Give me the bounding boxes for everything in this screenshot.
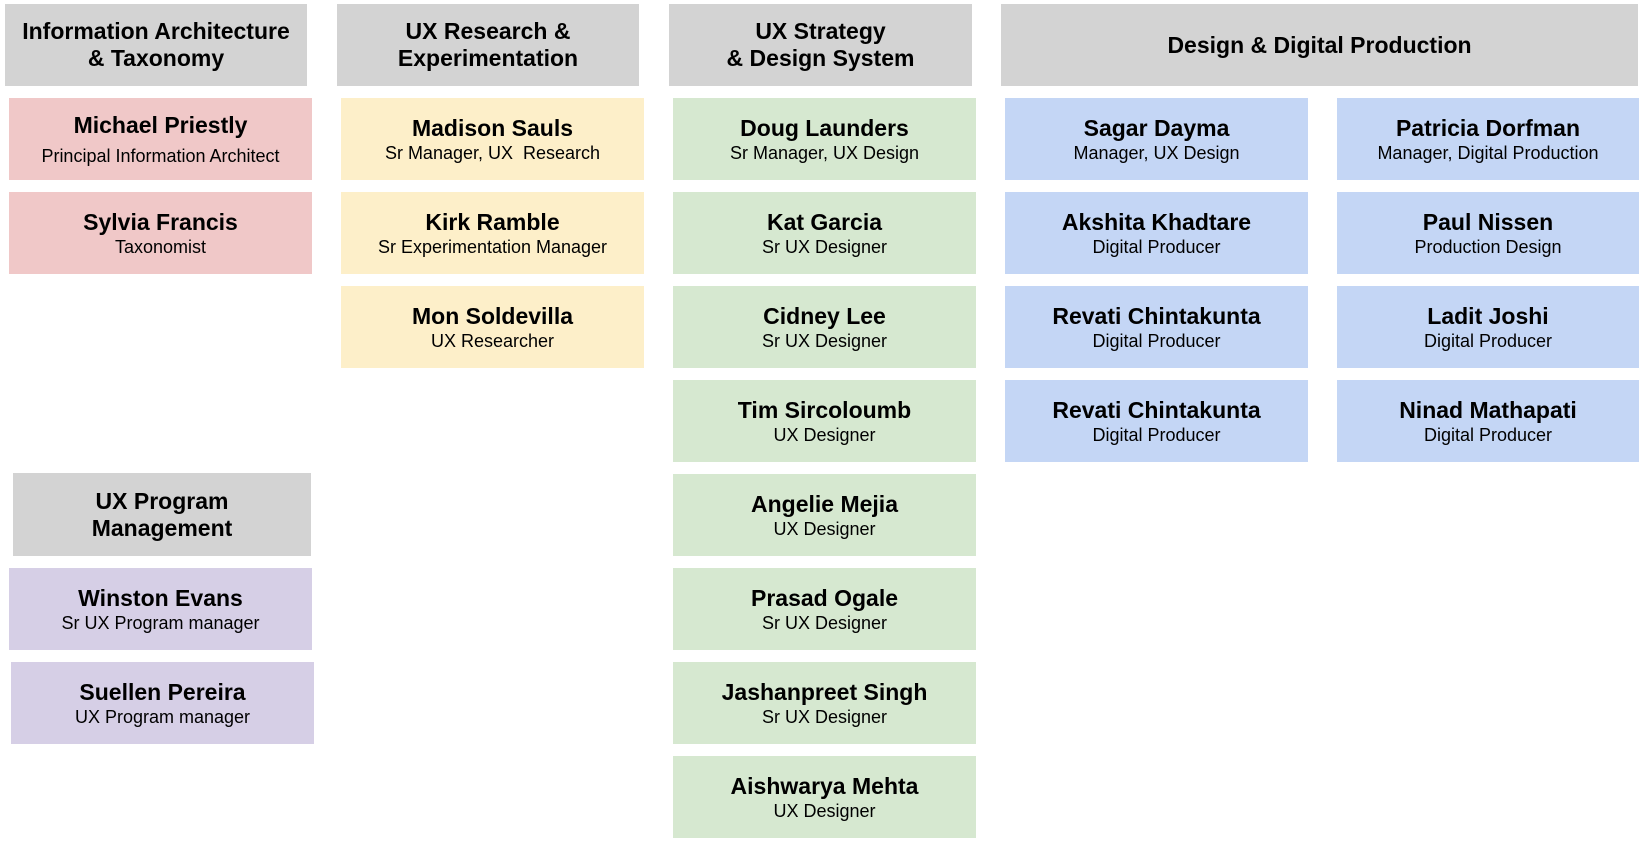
- member-role: Digital Producer: [1092, 330, 1221, 351]
- member-name: Doug Launders: [740, 114, 909, 141]
- member-name: Aishwarya Mehta: [730, 772, 919, 799]
- member-card: Ladit Joshi Digital Producer: [1337, 286, 1639, 368]
- member-card: Paul Nissen Production Design: [1337, 192, 1639, 274]
- member-card: Madison Sauls Sr Manager, UX Research: [341, 98, 644, 180]
- team-header-research: UX Research & Experimentation: [337, 4, 639, 86]
- member-name: Paul Nissen: [1422, 208, 1554, 235]
- member-card: Angelie Mejia UX Designer: [673, 474, 976, 556]
- member-name: Sylvia Francis: [83, 208, 238, 235]
- member-card: Ninad Mathapati Digital Producer: [1337, 380, 1639, 462]
- member-name: Ladit Joshi: [1427, 302, 1549, 329]
- member-card: Aishwarya Mehta UX Designer: [673, 756, 976, 838]
- team-header-program: UX Program Management: [13, 473, 311, 556]
- member-role: Digital Producer: [1423, 330, 1553, 351]
- member-role: UX Program manager: [74, 706, 251, 727]
- member-card: Jashanpreet Singh Sr UX Designer: [673, 662, 976, 744]
- member-card: Akshita Khadtare Digital Producer: [1005, 192, 1308, 274]
- member-role: UX Designer: [773, 518, 876, 539]
- member-role: Digital Producer: [1423, 424, 1553, 445]
- member-card: Suellen Pereira UX Program manager: [11, 662, 314, 744]
- member-name: Kirk Ramble: [425, 208, 560, 235]
- member-card: Winston Evans Sr UX Program manager: [9, 568, 312, 650]
- member-name: Ninad Mathapati: [1399, 396, 1577, 423]
- member-role: Sr UX Designer: [761, 612, 888, 633]
- member-card: Revati Chintakunta Digital Producer: [1005, 380, 1308, 462]
- member-name: Kat Garcia: [766, 208, 883, 235]
- member-role: Digital Producer: [1092, 424, 1221, 445]
- member-role: UX Designer: [773, 424, 876, 445]
- member-role: Sr Manager, UX Research: [384, 142, 601, 163]
- member-card: Kat Garcia Sr UX Designer: [673, 192, 976, 274]
- member-name: Patricia Dorfman: [1395, 114, 1581, 141]
- member-role: Manager, UX Design: [1073, 142, 1240, 163]
- member-role: Sr UX Designer: [761, 330, 888, 351]
- member-name: Madison Sauls: [411, 114, 574, 141]
- team-header-ia: Information Architecture & Taxonomy: [5, 4, 307, 86]
- team-title: UX Program Management: [91, 487, 233, 541]
- member-name: Tim Sircoloumb: [737, 396, 912, 423]
- member-role: UX Designer: [773, 800, 876, 821]
- team-title: UX Strategy & Design System: [726, 18, 915, 71]
- member-name: Suellen Pereira: [79, 678, 246, 705]
- team-header-strategy: UX Strategy & Design System: [669, 4, 972, 86]
- member-card: Michael Priestly Principal Information A…: [9, 98, 312, 180]
- member-card: Kirk Ramble Sr Experimentation Manager: [341, 192, 644, 274]
- member-name: Sagar Dayma: [1083, 114, 1230, 141]
- member-name: Jashanpreet Singh: [721, 678, 928, 705]
- team-title: UX Research & Experimentation: [397, 18, 579, 71]
- member-card: Tim Sircoloumb UX Designer: [673, 380, 976, 462]
- member-name: Prasad Ogale: [750, 584, 899, 611]
- member-card: Sagar Dayma Manager, UX Design: [1005, 98, 1308, 180]
- member-name: Winston Evans: [78, 584, 243, 611]
- member-card: Prasad Ogale Sr UX Designer: [673, 568, 976, 650]
- member-role: Digital Producer: [1092, 236, 1221, 257]
- team-title: Design & Digital Production: [1167, 31, 1472, 58]
- member-name: Mon Soldevilla: [411, 302, 574, 329]
- member-card: Revati Chintakunta Digital Producer: [1005, 286, 1308, 368]
- member-name: Michael Priestly: [73, 111, 248, 138]
- member-card: Patricia Dorfman Manager, Digital Produc…: [1337, 98, 1639, 180]
- member-role: Sr Manager, UX Design: [729, 142, 920, 163]
- member-name: Cidney Lee: [763, 302, 886, 329]
- member-role: Sr UX Program manager: [61, 612, 260, 633]
- member-card: Sylvia Francis Taxonomist: [9, 192, 312, 274]
- member-role: Principal Information Architect: [41, 145, 280, 166]
- member-name: Akshita Khadtare: [1061, 208, 1252, 235]
- member-role: Manager, Digital Production: [1377, 142, 1599, 163]
- member-role: Sr UX Designer: [761, 706, 888, 727]
- member-card: Cidney Lee Sr UX Designer: [673, 286, 976, 368]
- member-role: UX Researcher: [430, 330, 555, 351]
- team-title: Information Architecture & Taxonomy: [22, 18, 290, 71]
- member-name: Angelie Mejia: [751, 490, 898, 517]
- member-role: Taxonomist: [114, 236, 207, 257]
- member-card: Doug Launders Sr Manager, UX Design: [673, 98, 976, 180]
- member-name: Revati Chintakunta: [1052, 302, 1261, 329]
- member-role: Production Design: [1414, 236, 1562, 257]
- member-card: Mon Soldevilla UX Researcher: [341, 286, 644, 368]
- team-header-production: Design & Digital Production: [1001, 4, 1638, 86]
- member-role: Sr UX Designer: [761, 236, 888, 257]
- member-role: Sr Experimentation Manager: [377, 236, 608, 257]
- member-name: Revati Chintakunta: [1052, 396, 1261, 423]
